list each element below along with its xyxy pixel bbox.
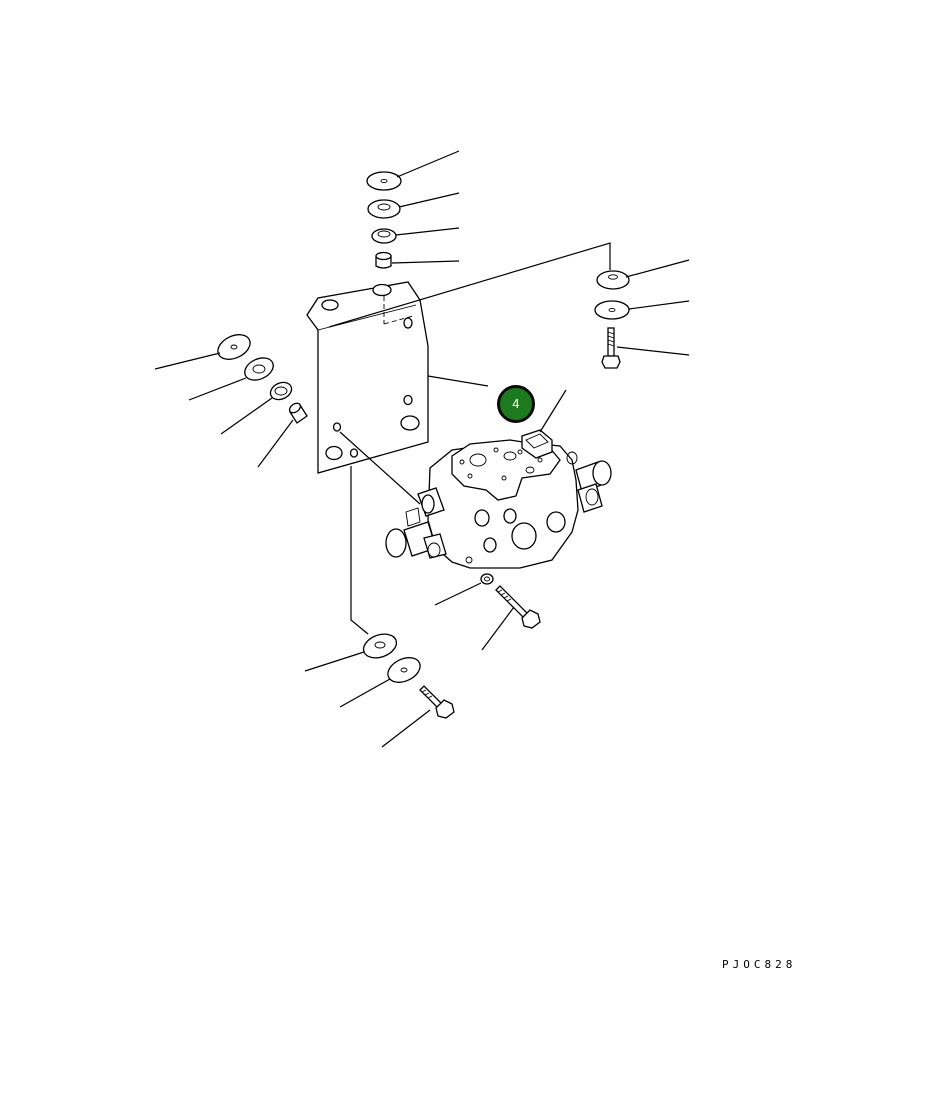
right-washer-1 <box>596 270 630 290</box>
mounting-bracket <box>306 281 429 474</box>
right-stack-axis <box>328 242 611 328</box>
bracket-leader <box>427 375 489 387</box>
right-bolt <box>601 327 621 369</box>
drawing-code-label: PJOC828 <box>722 958 797 971</box>
callout-number-badge[interactable]: 4 <box>497 385 535 423</box>
left-washer-1 <box>217 334 251 360</box>
valve-leader <box>539 389 567 433</box>
bottom-washer-2 <box>387 657 421 683</box>
valve-bolt <box>495 585 541 629</box>
bottom-bolt <box>419 685 455 719</box>
right-washer-2 <box>594 300 630 320</box>
left-washer-2 <box>244 357 274 381</box>
bracket-to-valve-axis <box>339 431 421 505</box>
bottom-washer-1 <box>362 633 398 659</box>
valve-bolt-leader <box>481 606 515 651</box>
right-leader-lines <box>616 259 690 356</box>
left-leader-lines <box>154 352 294 468</box>
top-washer-1 <box>366 171 402 191</box>
bottom-stack-axis <box>350 466 369 635</box>
valve-washer-leader <box>434 582 482 606</box>
left-ring <box>269 381 293 401</box>
valve-washer <box>480 573 494 585</box>
top-washer-2 <box>367 199 401 219</box>
top-leader-lines <box>391 150 460 264</box>
control-valve <box>385 429 612 569</box>
bottom-leader-lines <box>304 651 431 748</box>
top-ring <box>371 228 397 244</box>
top-collar <box>375 251 392 269</box>
left-collar <box>288 402 308 424</box>
